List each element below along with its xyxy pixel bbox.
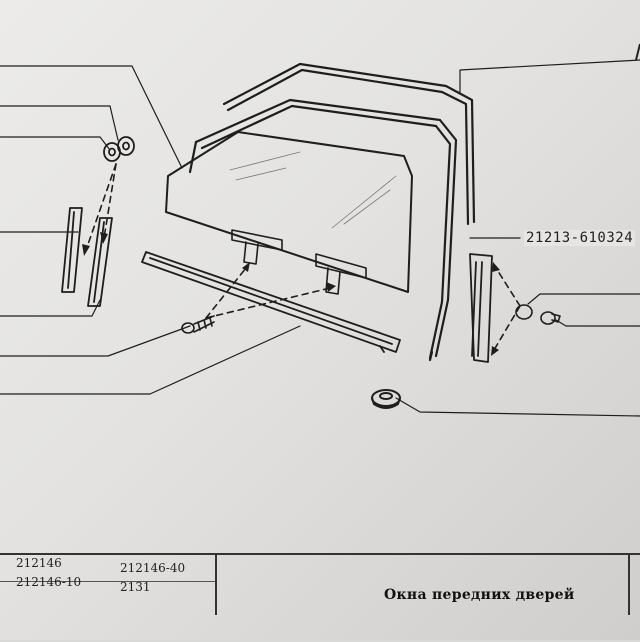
leader-line-bracket bbox=[527, 293, 640, 305]
glass-clamp-right bbox=[315, 253, 367, 295]
table-vertical-line bbox=[215, 555, 217, 615]
model-code-1: 212146 bbox=[16, 556, 62, 570]
leader-line-frame bbox=[459, 59, 640, 93]
leader-line-screw bbox=[0, 325, 191, 357]
table-divider bbox=[0, 581, 215, 582]
window-lift-channel bbox=[141, 251, 401, 353]
glass-clamp-left bbox=[231, 229, 283, 265]
assembly-arrows bbox=[85, 163, 521, 351]
glass-reflection-lines bbox=[229, 151, 397, 229]
leader-line-bolt bbox=[555, 319, 640, 327]
arrow-heads bbox=[82, 232, 500, 356]
model-code-2: 212146-40 bbox=[120, 561, 186, 575]
bracket-bolt bbox=[515, 304, 561, 325]
diagram-caption: Окна передних дверей bbox=[384, 587, 575, 603]
rear-guide-bracket bbox=[469, 253, 493, 363]
door-window-frame bbox=[188, 62, 476, 362]
model-code-4: 2131 bbox=[120, 580, 151, 594]
nut-and-washer bbox=[103, 136, 135, 162]
leader-lines bbox=[0, 59, 640, 417]
screw bbox=[181, 315, 215, 334]
left-guide-channel bbox=[61, 207, 113, 307]
right-page-border bbox=[635, 43, 640, 61]
grommet bbox=[371, 389, 401, 409]
model-code-3: 212146-10 bbox=[16, 575, 82, 589]
part-number-label: 21213-610324 bbox=[524, 230, 636, 246]
leader-line-left-channel-2 bbox=[0, 299, 101, 317]
front-door-glass bbox=[165, 131, 413, 293]
leader-line-lift-rail bbox=[0, 325, 301, 395]
table-right-vertical-line bbox=[628, 555, 630, 615]
leader-line-nut bbox=[0, 105, 119, 141]
title-block bbox=[0, 553, 640, 642]
leader-line-grommet bbox=[395, 397, 640, 417]
leader-line-washer bbox=[0, 136, 111, 151]
leader-line-glass bbox=[0, 65, 183, 169]
